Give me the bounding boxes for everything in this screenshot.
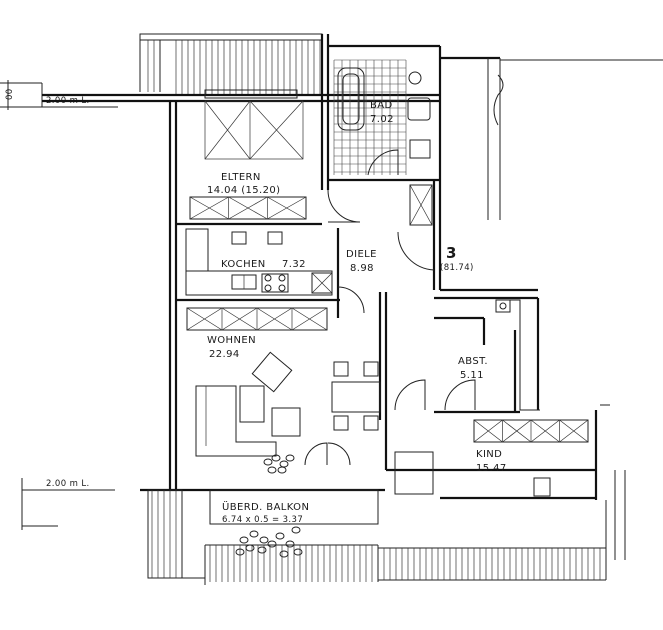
top-railing — [139, 33, 323, 95]
room-name-bad: BAD — [370, 100, 393, 111]
hatch-line — [530, 419, 560, 443]
hatch-line — [221, 307, 258, 331]
room-eltern: ELTERN 14.04 (15.20) — [176, 89, 322, 226]
room-area-eltern: 14.04 (15.20) — [207, 185, 280, 196]
plant-leaf — [279, 550, 289, 558]
room-area-wohnen: 22.94 — [209, 349, 240, 360]
plant-leaf — [271, 454, 281, 462]
plant-leaf — [291, 526, 301, 534]
plant-leaf — [267, 466, 277, 474]
plant-leaf — [275, 532, 285, 540]
plant-leaf — [277, 466, 287, 474]
room-area-balkon: 6.74 x 0.5 = 3.37 — [222, 515, 303, 525]
hatch-line — [189, 196, 229, 220]
hatch-line — [559, 419, 589, 443]
room-area-bad: 7.02 — [370, 114, 394, 125]
room-wohnen: WOHNEN 22.94 — [186, 307, 381, 474]
room-name-eltern: ELTERN — [221, 172, 261, 183]
room-balkon: ÜBERD. BALKON 6.74 x 0.5 = 3.37 — [140, 488, 607, 585]
hatch-line — [502, 419, 532, 443]
hatch-line — [473, 419, 503, 443]
room-area-kochen: 7.32 — [282, 259, 306, 270]
plant-leaf — [285, 454, 295, 462]
plant-leaf — [235, 548, 245, 556]
room-abst: ABST. 5.11 — [434, 299, 520, 414]
room-diele: DIELE 8.98 — [327, 189, 435, 470]
plant-leaf — [249, 530, 259, 538]
hatch-line — [186, 307, 223, 331]
unit-marker: 3 (81.74) — [440, 244, 474, 273]
plant-leaf — [259, 536, 269, 544]
hatch-line — [228, 196, 268, 220]
room-kind: KIND 15.47 — [386, 419, 596, 500]
hatch-line — [256, 307, 293, 331]
hatch-line — [267, 196, 307, 220]
room-kochen: KOCHEN 7.32 — [176, 228, 340, 302]
unit-number: 3 — [446, 244, 457, 262]
room-name-abst: ABST. — [458, 356, 488, 367]
plant-leaf — [245, 544, 255, 552]
plant-leaf — [263, 458, 273, 466]
plant-leaf — [285, 540, 295, 548]
dimension-label-bottom: 2.00 m L. — [46, 479, 90, 489]
room-area-diele: 8.98 — [350, 263, 374, 274]
plant-leaf — [279, 460, 289, 468]
room-name-wohnen: WOHNEN — [207, 335, 256, 346]
exterior-walls — [42, 34, 598, 500]
neighbor-walls — [600, 404, 626, 560]
room-name-kind: KIND — [476, 449, 502, 460]
dimension-marker-bottom: 2.00 m L. — [21, 478, 115, 530]
plant-leaf — [293, 548, 303, 556]
dimension-edge-label: 00 — [5, 88, 15, 100]
room-area-kind: 15.47 — [476, 463, 507, 474]
unit-total-area: (81.74) — [440, 263, 474, 273]
room-bad: BAD 7.02 — [328, 59, 440, 226]
hatch-line — [291, 307, 328, 331]
plant-leaf — [267, 540, 277, 548]
room-name-diele: DIELE — [346, 249, 377, 260]
plant-leaf — [239, 536, 249, 544]
plant-leaf — [257, 546, 267, 554]
room-name-kochen: KOCHEN — [221, 259, 266, 270]
room-area-abst: 5.11 — [460, 370, 484, 381]
room-name-balkon: ÜBERD. BALKON — [222, 500, 309, 513]
